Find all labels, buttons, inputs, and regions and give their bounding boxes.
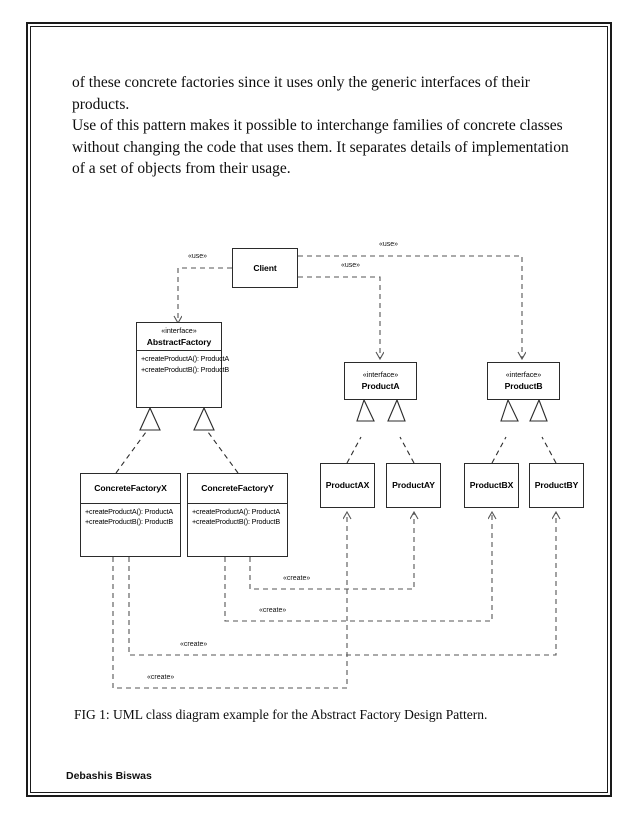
class-header-product-ay: ProductAY xyxy=(387,464,440,494)
operations-abstract-factory: +createProductA(): ProductA +createProdu… xyxy=(137,350,230,378)
edge-label-use-product-a: «use» xyxy=(341,262,361,269)
operation-item: +createProductA(): ProductA xyxy=(141,354,230,363)
edge-label-create-1: «create» xyxy=(283,575,311,582)
class-header-abstract-factory: «interface» AbstractFactory xyxy=(137,323,221,350)
class-box-product-b[interactable]: «interface» ProductB xyxy=(487,362,560,400)
operations-concrete-factory-x: +createProductA(): ProductA +createProdu… xyxy=(81,502,180,531)
class-header-product-by: ProductBY xyxy=(530,464,583,494)
stereotype-interface-product-b: «interface» xyxy=(505,370,542,379)
class-name-abstract-factory: AbstractFactory xyxy=(146,336,212,347)
class-box-product-ay[interactable]: ProductAY xyxy=(386,463,441,508)
page-border-inner xyxy=(30,26,608,793)
class-header-product-b: «interface» ProductB xyxy=(488,363,559,394)
edge-label-create-2: «create» xyxy=(259,607,287,614)
footer-author: Debashis Biswas xyxy=(66,770,152,782)
class-box-product-by[interactable]: ProductBY xyxy=(529,463,584,508)
edge-label-create-3: «create» xyxy=(180,641,208,648)
class-name-product-ay: ProductAY xyxy=(392,480,435,490)
class-box-product-ax[interactable]: ProductAX xyxy=(320,463,375,508)
class-name-concrete-factory-x: ConcreteFactoryX xyxy=(94,483,167,493)
class-name-product-a: ProductA xyxy=(361,380,400,391)
class-box-product-a[interactable]: «interface» ProductA xyxy=(344,362,417,400)
class-header-product-bx: ProductBX xyxy=(465,464,518,494)
page-border-outer xyxy=(26,22,612,797)
body-text: of these concrete factories since it use… xyxy=(72,72,572,180)
stereotype-interface-product-a: «interface» xyxy=(362,370,399,379)
figure-caption: FIG 1: UML class diagram example for the… xyxy=(74,707,488,722)
paragraph-2: Use of this pattern makes it possible to… xyxy=(72,117,569,177)
operation-item: +createProductB(): ProductB xyxy=(192,517,281,526)
class-box-concrete-factory-y[interactable]: ConcreteFactoryY +createProductA(): Prod… xyxy=(187,473,288,557)
operation-item: +createProductB(): ProductB xyxy=(141,364,230,374)
class-header-product-ax: ProductAX xyxy=(321,464,374,494)
class-box-concrete-factory-x[interactable]: ConcreteFactoryX +createProductA(): Prod… xyxy=(80,473,181,557)
class-name-client: Client xyxy=(253,263,277,273)
class-box-abstract-factory[interactable]: «interface» AbstractFactory +createProdu… xyxy=(136,322,230,408)
class-name-concrete-factory-y: ConcreteFactoryY xyxy=(201,483,274,493)
class-header-product-a: «interface» ProductA xyxy=(345,363,416,394)
class-header-concrete-factory-y: ConcreteFactoryY xyxy=(188,474,287,503)
edge-label-use-abstract-factory: «use» xyxy=(188,253,208,260)
class-name-product-b: ProductB xyxy=(504,380,543,391)
class-box-product-bx[interactable]: ProductBX xyxy=(464,463,519,508)
class-name-product-by: ProductBY xyxy=(534,480,579,490)
operation-item: +createProductB(): ProductB xyxy=(85,517,174,526)
class-name-product-ax: ProductAX xyxy=(325,480,370,490)
class-header-concrete-factory-x: ConcreteFactoryX xyxy=(81,474,180,503)
stereotype-interface-abstract-factory: «interface» xyxy=(161,326,197,335)
edge-label-create-4: «create» xyxy=(147,674,175,681)
paragraph-1: of these concrete factories since it use… xyxy=(72,74,530,113)
operations-concrete-factory-y: +createProductA(): ProductA +createProdu… xyxy=(188,502,287,531)
class-header-client: Client xyxy=(233,249,297,277)
operation-item: +createProductA(): ProductA xyxy=(192,506,281,516)
class-box-client[interactable]: Client xyxy=(232,248,298,288)
class-name-product-bx: ProductBX xyxy=(469,480,514,490)
operation-item: +createProductA(): ProductA xyxy=(85,506,174,516)
edge-label-use-product-b: «use» xyxy=(379,241,399,248)
